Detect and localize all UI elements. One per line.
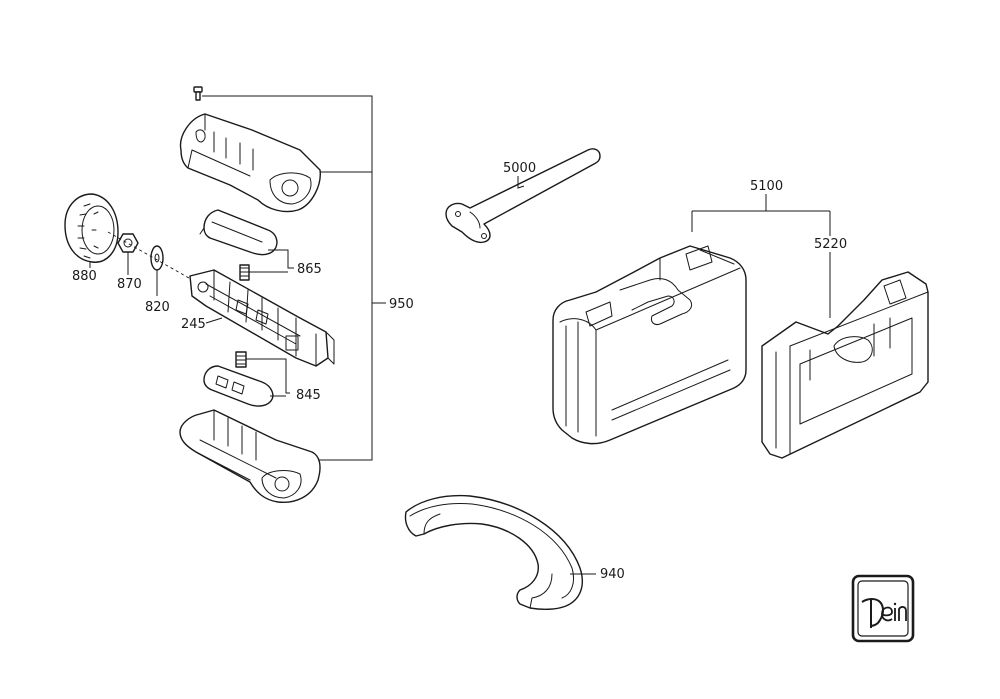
knob-880-part bbox=[64, 193, 119, 263]
screw-part bbox=[193, 86, 203, 101]
wheel-guard-part bbox=[404, 494, 584, 611]
label-820: 820 bbox=[145, 300, 170, 315]
leader-lines-left bbox=[89, 95, 386, 461]
fein-logo bbox=[851, 574, 915, 643]
label-245: 245 bbox=[181, 317, 206, 332]
foam-insert-part bbox=[761, 271, 929, 459]
label-845: 845 bbox=[296, 388, 321, 403]
spring-865-part bbox=[239, 264, 250, 281]
label-880: 880 bbox=[72, 269, 97, 284]
label-5220: 5220 bbox=[814, 237, 847, 252]
lower-housing-part bbox=[179, 409, 321, 503]
label-950: 950 bbox=[389, 297, 414, 312]
label-865: 865 bbox=[297, 262, 322, 277]
nut-870-part bbox=[117, 233, 139, 253]
washer-820-part bbox=[150, 245, 164, 271]
upper-housing-part bbox=[179, 113, 321, 213]
switch-paddle-part bbox=[203, 365, 274, 407]
motor-assembly-245-part bbox=[189, 269, 335, 367]
label-870: 870 bbox=[117, 277, 142, 292]
label-5000: 5000 bbox=[503, 161, 536, 176]
spring-845-part bbox=[235, 351, 247, 368]
label-5100: 5100 bbox=[750, 179, 783, 194]
label-940: 940 bbox=[600, 567, 625, 582]
spanner-wrench-part bbox=[445, 148, 601, 244]
leader-5000 bbox=[517, 176, 525, 189]
carry-case-part bbox=[552, 245, 747, 445]
switch-cover-part bbox=[199, 209, 278, 256]
leader-lines-case bbox=[691, 194, 831, 318]
